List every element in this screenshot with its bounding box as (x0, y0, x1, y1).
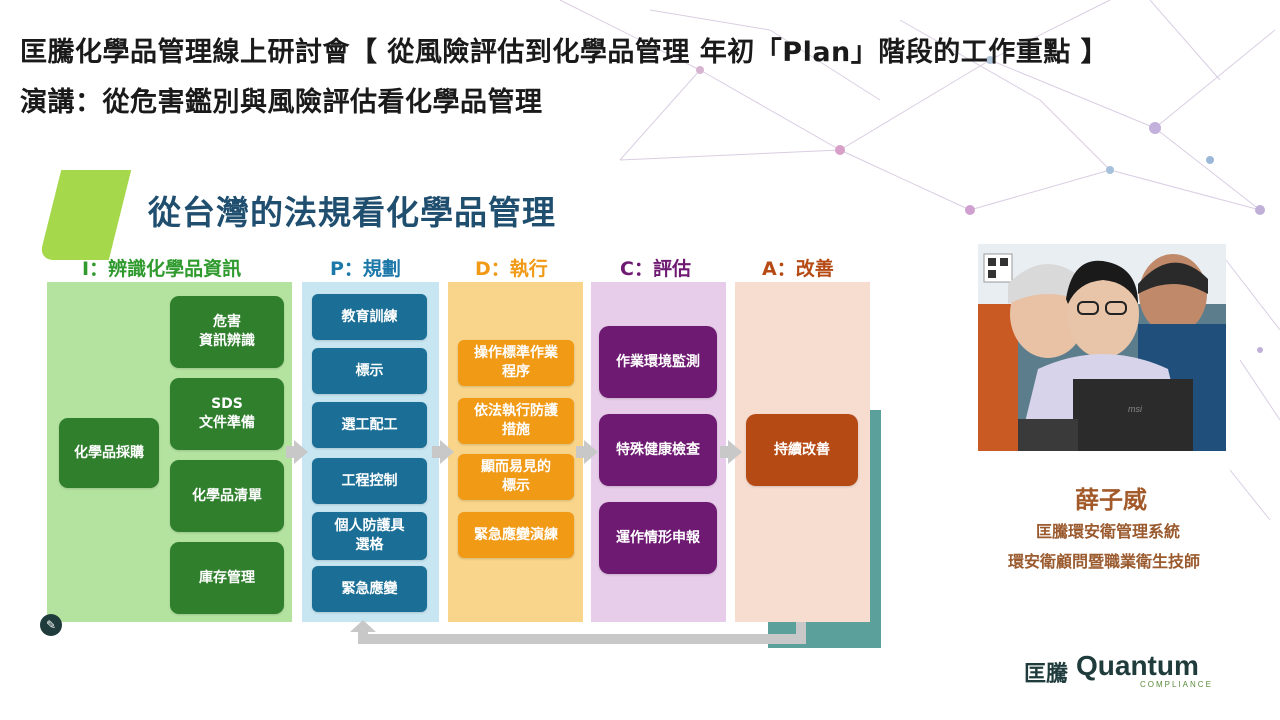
arrow-stem (720, 446, 730, 458)
logo-sub-text: COMPLIANCE (1140, 680, 1213, 689)
speaker-video-frame: msi (978, 244, 1226, 451)
slide-accent-shape (38, 170, 132, 260)
box-sds: SDS 文件準備 (170, 378, 284, 450)
box-chemical-list: 化學品清單 (170, 460, 284, 532)
slide-title: 從台灣的法規看化學品管理 (148, 193, 556, 232)
slide-panel: 從台灣的法規看化學品管理 I：辨識化學品資訊 P：規劃 D：執行 C：評估 A：… (28, 170, 881, 648)
box-worker-assignment: 選工配工 (312, 402, 427, 448)
logo-en-text: Quantum (1076, 650, 1199, 681)
column-heading-do: D：執行 (475, 258, 548, 280)
box-ppe: 個人防護具 選格 (312, 512, 427, 560)
laptop-brand-label: msi (1128, 404, 1143, 414)
feedback-loop-line (358, 628, 368, 642)
box-visible-labels: 顯而易見的 標示 (458, 454, 574, 500)
column-heading-identify: I：辨識化學品資訊 (82, 258, 242, 280)
column-heading-plan: P：規劃 (330, 258, 401, 280)
box-training: 教育訓練 (312, 294, 427, 340)
feedback-loop-line (358, 634, 806, 644)
arrow-right-icon (440, 440, 454, 464)
arrow-up-icon (350, 620, 376, 632)
box-labeling: 標示 (312, 348, 427, 394)
page-title: 匡騰化學品管理線上研討會【 從風險評估到化學品管理 年初「Plan」階段的工作重… (20, 37, 1109, 68)
box-health-exam: 特殊健康檢查 (599, 414, 717, 486)
arrow-right-icon (294, 440, 308, 464)
speaker-org: 匡騰環安衛管理系統 (1036, 522, 1181, 541)
speaker-video: msi (978, 244, 1226, 451)
box-emergency-drill: 緊急應變演練 (458, 512, 574, 558)
company-logo: 匡騰 Quantum COMPLIANCE (1020, 650, 1220, 692)
arrow-stem (286, 446, 296, 458)
speaker-name: 薛子威 (1075, 486, 1147, 514)
feedback-loop-line (796, 622, 806, 642)
box-environment-monitoring: 作業環境監測 (599, 326, 717, 398)
page-subtitle: 演講：從危害鑑別與風險評估看化學品管理 (20, 87, 543, 118)
pen-icon[interactable]: ✎ (40, 614, 62, 636)
speaker-title: 環安衛顧問暨職業衛生技師 (1008, 552, 1201, 571)
logo-cn-text: 匡騰 (1024, 662, 1069, 687)
box-chemical-purchase: 化學品採購 (59, 418, 159, 488)
arrow-right-icon (728, 440, 742, 464)
box-sop: 操作標準作業 程序 (458, 340, 574, 386)
arrow-right-icon (584, 440, 598, 464)
column-heading-check: C：評估 (620, 258, 691, 280)
box-engineering-control: 工程控制 (312, 458, 427, 504)
arrow-stem (576, 446, 586, 458)
box-hazard-info: 危害 資訊辨識 (170, 296, 284, 368)
box-operation-report: 運作情形申報 (599, 502, 717, 574)
box-emergency-response: 緊急應變 (312, 566, 427, 612)
box-inventory: 庫存管理 (170, 542, 284, 614)
column-heading-act: A：改善 (762, 258, 834, 280)
box-protective-measures: 依法執行防護 措施 (458, 398, 574, 444)
column-bg-do (448, 282, 583, 622)
arrow-stem (432, 446, 442, 458)
box-continuous-improvement: 持續改善 (746, 414, 858, 486)
